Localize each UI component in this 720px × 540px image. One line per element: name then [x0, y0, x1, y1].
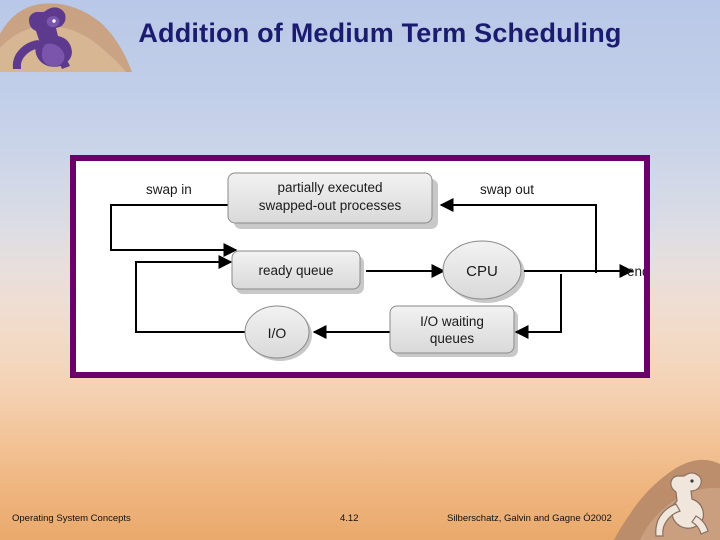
node-io: I/O	[244, 305, 310, 359]
label-partially-executed-line1: partially executed	[277, 180, 382, 195]
label-io-waiting-line2: queues	[430, 331, 475, 346]
diagram-frame: partially executed swapped-out processes…	[70, 155, 650, 378]
label-cpu: CPU	[466, 263, 498, 280]
dinosaur-decoration-bottom-right	[600, 454, 720, 540]
label-end: end	[627, 264, 644, 279]
scheduling-diagram: partially executed swapped-out processes…	[76, 161, 644, 372]
dinosaur-decoration-top-left	[0, 0, 132, 73]
label-io-waiting-line1: I/O waiting	[420, 314, 484, 329]
node-io-waiting-queues: I/O waiting queues	[389, 305, 515, 354]
node-cpu: CPU	[442, 240, 522, 300]
node-partially-executed: partially executed swapped-out processes	[227, 172, 433, 224]
footer-attribution: Silberschatz, Galvin and Gagne Ó2002	[447, 513, 612, 524]
label-swap-in: swap in	[146, 182, 192, 197]
footer-slide-number: 4.12	[340, 513, 359, 524]
page-title: Addition of Medium Term Scheduling	[138, 18, 622, 48]
label-io: I/O	[268, 325, 287, 341]
label-swap-out: swap out	[480, 182, 534, 197]
label-partially-executed-line2: swapped-out processes	[259, 198, 402, 213]
footer-left-text: Operating System Concepts	[12, 513, 131, 524]
node-ready-queue: ready queue	[231, 250, 361, 290]
label-ready-queue: ready queue	[258, 263, 333, 278]
